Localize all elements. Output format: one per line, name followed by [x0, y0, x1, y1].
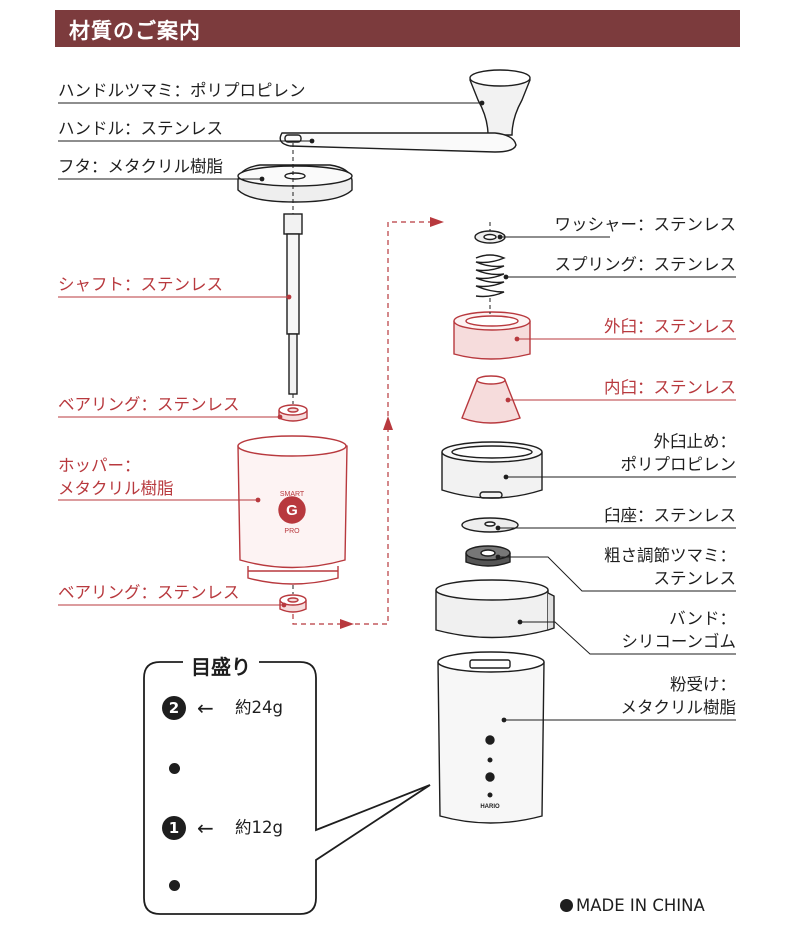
- label-adjust-knob-line1: 粗さ調節ツマミ：: [604, 546, 736, 565]
- scale-dot: [169, 880, 180, 891]
- powder-catcher-part: [437, 651, 545, 824]
- outer-burr-part: [453, 311, 531, 360]
- section-header: 材質のご案内: [55, 10, 740, 47]
- label-handle: ハンドル：ステンレス: [58, 119, 223, 138]
- hopper-logo-letter: G: [286, 502, 298, 519]
- hopper-part: [237, 435, 348, 585]
- scale-title: 目盛り: [183, 651, 259, 680]
- label-burr-seat: 臼座：ステンレス: [604, 506, 736, 525]
- arrow-up-icon: [383, 416, 393, 430]
- label-lid: フタ：メタクリル樹脂: [58, 157, 223, 176]
- label-washer: ワッシャー：ステンレス: [554, 215, 737, 234]
- spring-part: [475, 254, 506, 298]
- label-hopper-line1: ホッパー：: [58, 456, 141, 475]
- hopper-logo-top: SMART: [280, 491, 305, 498]
- bearing-top-part: [278, 404, 308, 422]
- label-outer-burr: 外臼：ステンレス: [604, 317, 736, 336]
- lid-part: [237, 164, 353, 203]
- handle-knob-part: [469, 69, 531, 136]
- arrow-right-icon: [430, 217, 444, 227]
- scale-callout-box: [143, 661, 431, 915]
- label-hopper-line2: メタクリル樹脂: [58, 479, 174, 498]
- label-adjust-knob-line2: ステンレス: [653, 569, 737, 588]
- section-title: 材質のご案内: [69, 19, 201, 43]
- scale-dot: [169, 763, 180, 774]
- handle-part: [279, 132, 517, 153]
- made-in-label: MADE IN CHINA: [560, 896, 705, 915]
- label-inner-burr: 内臼：ステンレス: [604, 378, 736, 397]
- outer-stopper-part: [441, 441, 543, 499]
- burr-seat-part: [461, 517, 519, 533]
- label-band-line2: シリコーンゴム: [621, 632, 736, 651]
- band-part: [435, 579, 555, 639]
- label-catcher-line2: メタクリル樹脂: [620, 698, 737, 717]
- label-handle-knob: ハンドルツマミ：ポリプロピレン: [58, 81, 306, 100]
- scale-amount-12g: 約12g: [235, 818, 283, 837]
- label-spring: スプリング：ステンレス: [554, 255, 737, 274]
- label-bearing-bottom: ベアリング：ステンレス: [58, 583, 240, 602]
- bearing-bottom-part: [279, 594, 307, 613]
- label-shaft: シャフト：ステンレス: [58, 275, 223, 294]
- washer-part: [474, 230, 506, 244]
- inner-burr-part: [461, 375, 521, 424]
- adjust-knob-part: [465, 545, 511, 567]
- hopper-logo-bottom: PRO: [284, 528, 300, 535]
- label-outer-stopper-line2: ポリプロピレン: [620, 455, 737, 474]
- scale-badge-2: 2: [162, 696, 186, 720]
- label-bearing-top: ベアリング：ステンレス: [58, 395, 240, 414]
- arrow-right-icon: [340, 619, 354, 629]
- catcher-brand: HARIO: [480, 804, 500, 810]
- bullet-icon: [560, 899, 573, 912]
- arrow-left-icon: ←: [197, 696, 214, 720]
- made-in-text: MADE IN CHINA: [576, 896, 705, 915]
- scale-amount-24g: 約24g: [235, 698, 283, 717]
- scale-badge-1: 1: [162, 816, 186, 840]
- label-catcher-line1: 粉受け：: [670, 675, 736, 694]
- label-outer-stopper-line1: 外臼止め：: [653, 432, 737, 451]
- arrow-left-icon: ←: [197, 816, 214, 840]
- label-band-line1: バンド：: [669, 609, 736, 628]
- shaft-part: [283, 213, 303, 395]
